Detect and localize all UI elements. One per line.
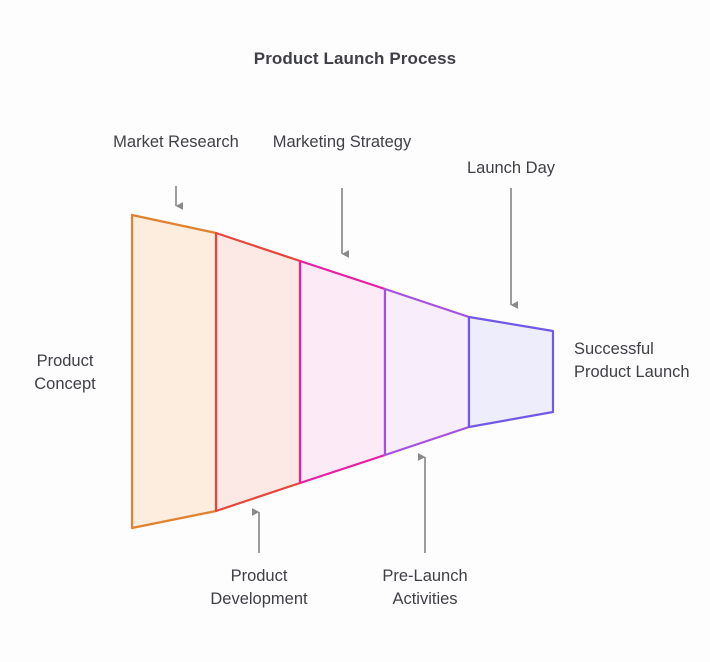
callout-label-marketing-strategy: Marketing Strategy	[272, 133, 412, 151]
funnel-segment-3[interactable]	[298, 259, 387, 485]
page-title: Product Launch Process	[253, 49, 457, 68]
callout-label-launch-day: Launch Day	[466, 159, 556, 177]
funnel-segment-4[interactable]	[383, 287, 471, 457]
funnel-entry-label: Product Concept	[34, 352, 96, 393]
funnel-segment-5[interactable]	[467, 315, 555, 429]
funnel-exit-label: Successful Product Launch	[574, 340, 690, 381]
funnel-segment-1[interactable]	[130, 213, 218, 530]
callout-label-market-research: Market Research	[113, 133, 239, 151]
callout-label-pre-launch-activities: Pre-Launch Activities	[382, 567, 468, 608]
callout-label-product-development: Product Development	[210, 567, 308, 608]
funnel-segment-2[interactable]	[214, 231, 302, 513]
